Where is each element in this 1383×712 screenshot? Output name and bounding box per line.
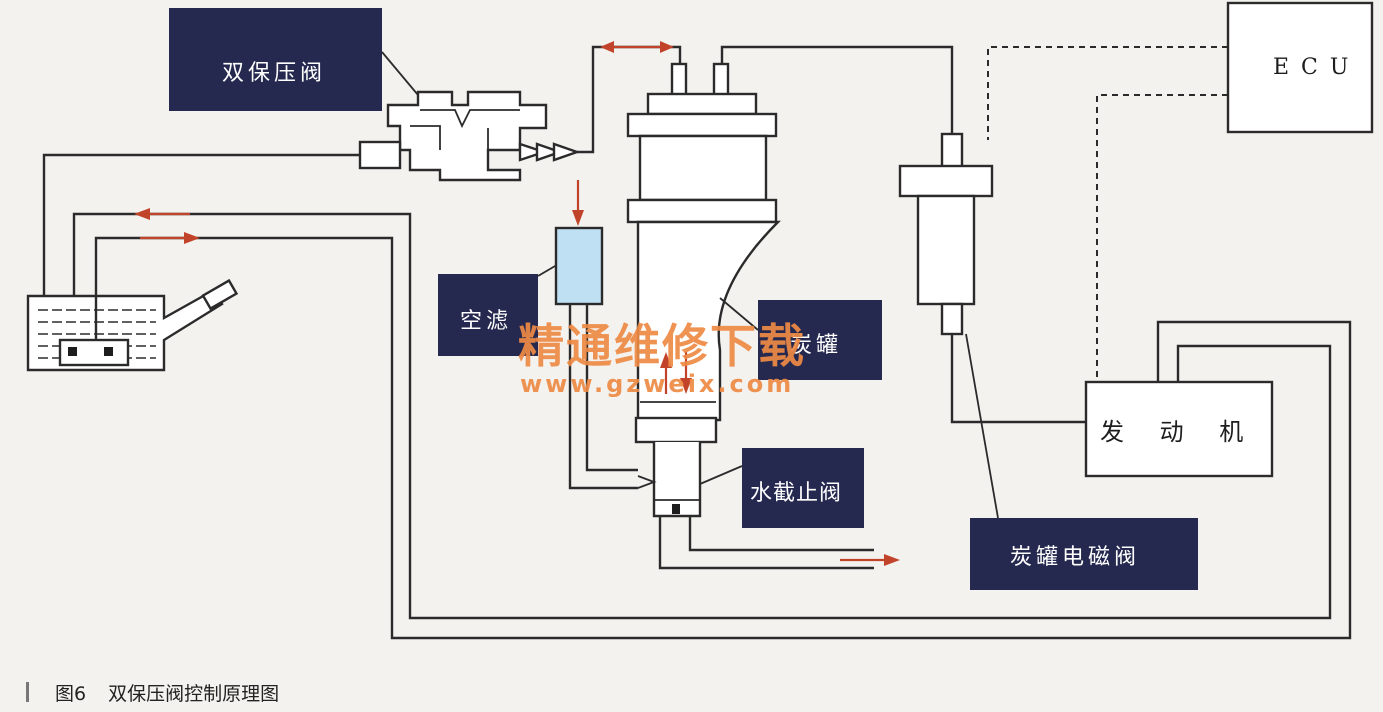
figure-title: 双保压阀控制原理图: [108, 682, 280, 705]
canister-label-box: [758, 300, 882, 380]
air-intake-arrow: [572, 180, 584, 226]
air-filter-label: 空滤: [460, 309, 512, 334]
fuel-tank: [26, 278, 239, 372]
canister-solenoid-label: 炭罐电磁阀: [1010, 545, 1140, 570]
air-filter-pipe: [568, 304, 638, 490]
canister-label: 炭罐: [790, 333, 842, 358]
water-cutoff-label: 水截止阀: [750, 481, 842, 506]
carbon-canister: [626, 62, 781, 444]
dual-valve-label-box: [169, 8, 382, 111]
valve-to-tank-line: [42, 153, 360, 295]
ecu-label: ECU: [1273, 55, 1360, 80]
bidirectional-flow-arrow: [600, 41, 674, 53]
dual-valve-label: 双保压阀: [222, 61, 326, 86]
watermark-text: 精通维修下载: [518, 319, 806, 373]
valve-to-canister-line: [577, 45, 682, 154]
solenoid-to-engine-line: [950, 334, 1086, 424]
watermark-url: www.gzweix.com: [520, 370, 794, 398]
canister-solenoid-label-box: [970, 518, 1198, 590]
engine-label: 发 动 机: [1100, 418, 1257, 446]
engine-box: [1084, 380, 1274, 478]
figure-number: 图6: [55, 682, 87, 705]
ecu-box: [1226, 1, 1374, 134]
tank-flow-arrows: [134, 208, 200, 244]
dual-pressure-valve: [358, 90, 581, 182]
canister-to-solenoid-line: [720, 45, 954, 140]
canister-flow-arrows: [660, 352, 692, 394]
water-cutoff-label-box: [742, 448, 864, 528]
water-cutoff-valve: [637, 442, 874, 570]
dual-valve-leader: [381, 51, 419, 96]
canister-solenoid-valve: [898, 132, 994, 336]
tank-return-pipe-outer: [72, 212, 1332, 620]
figure-caption: 图6 双保压阀控制原理图: [26, 678, 279, 706]
ecu-signal-line-solenoid: [987, 46, 1228, 140]
ecu-signal-line-engine: [1096, 94, 1228, 385]
air-filter-label-box: [438, 274, 538, 356]
air-filter: [554, 226, 604, 306]
water-outlet-arrow: [840, 554, 900, 566]
caption-bar: [26, 682, 29, 702]
